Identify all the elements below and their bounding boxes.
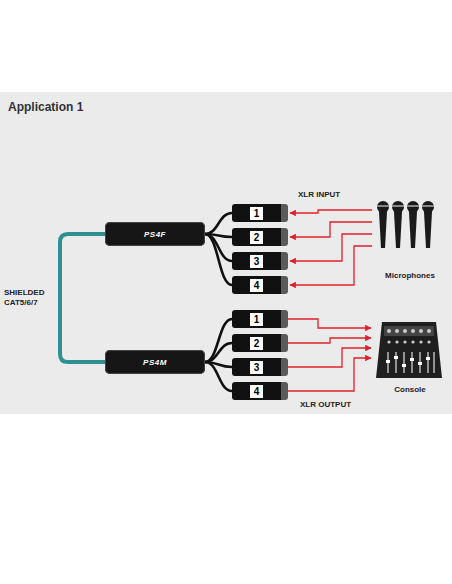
- signal-line: [288, 319, 371, 328]
- cat-cable: [60, 234, 105, 362]
- ps4m-box: PS4M: [105, 350, 205, 374]
- xlr-input: 3: [232, 252, 288, 270]
- xlr-output: 1: [232, 310, 288, 328]
- xlr-input: 2: [232, 228, 288, 246]
- node-text: PS4M: [143, 358, 167, 367]
- ps4f-box: PS4F: [105, 222, 205, 246]
- signal-line: [288, 358, 371, 391]
- signal-label: XLR INPUT: [298, 190, 340, 199]
- fan-wire: [205, 319, 232, 362]
- xlr-output: 3: [232, 358, 288, 376]
- microphones: Microphones: [372, 196, 448, 280]
- fan-wire: [205, 234, 232, 285]
- signal-label: XLR OUTPUT: [300, 400, 351, 409]
- signal-line: [290, 246, 372, 285]
- signal-line: [290, 210, 372, 213]
- node-text: 1: [250, 313, 263, 326]
- title: Application 1: [8, 100, 83, 114]
- node-text: 1: [250, 207, 263, 220]
- xlr-input: 1: [232, 204, 288, 222]
- panel: [0, 92, 452, 414]
- xlr-output: 2: [232, 334, 288, 352]
- node-text: 4: [250, 279, 263, 292]
- signal-line: [288, 338, 371, 343]
- node-text: Console: [394, 385, 426, 394]
- node-text: 3: [250, 361, 263, 374]
- node-text: 4: [250, 385, 263, 398]
- node-text: 3: [250, 255, 263, 268]
- xlr-input: 4: [232, 276, 288, 294]
- node-text: Microphones: [385, 271, 435, 280]
- node-text: PS4F: [144, 230, 166, 239]
- xlr-output: 4: [232, 382, 288, 400]
- console: Console: [372, 316, 448, 394]
- microphone-icons: [377, 201, 434, 248]
- fan-wire: [205, 343, 232, 362]
- signal-line: [290, 222, 372, 237]
- node-text: 2: [250, 231, 263, 244]
- fan-wire: [205, 362, 232, 391]
- cable-label: SHIELDED CAT5/6/7: [4, 288, 56, 308]
- node-text: 2: [250, 337, 263, 350]
- fan-wire: [205, 213, 232, 234]
- console-icon: [376, 322, 442, 378]
- signal-line: [290, 234, 372, 261]
